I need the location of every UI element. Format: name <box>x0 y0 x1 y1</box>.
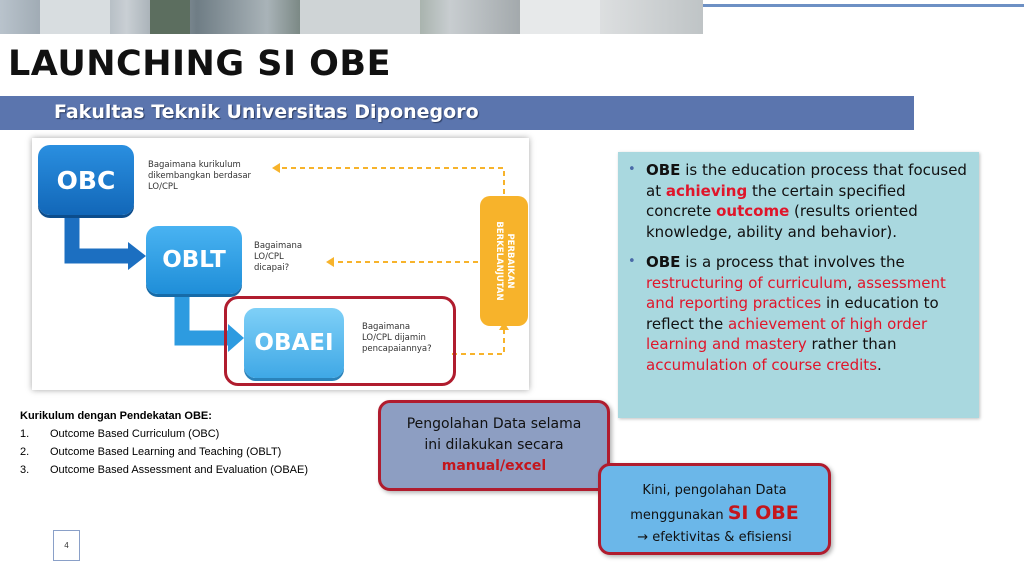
term-obe: OBE <box>646 161 681 179</box>
label-line: dikembangkan berdasar <box>148 171 252 181</box>
label-line: Bagaimana kurikulum <box>148 160 241 170</box>
page-number: 4 <box>53 530 80 561</box>
obaei-description: Bagaimana LO/CPL dijamin pencapaiannya? <box>362 322 432 355</box>
arrow-oblt-to-obaei <box>174 296 230 346</box>
highlight-text: achieving <box>665 181 748 200</box>
bullet-dot-icon: • <box>628 254 636 269</box>
header-accent-line <box>703 4 1024 7</box>
text-run: the certain specified concrete <box>646 181 906 221</box>
text-line: ini dilakukan secara <box>424 437 564 453</box>
highlight-text: restructuring of curriculum <box>646 273 848 292</box>
bullet-dot-icon: • <box>628 162 636 177</box>
text-run: menggunakan <box>630 508 728 523</box>
subtitle-bar: Fakultas Teknik Universitas Diponegoro <box>0 96 914 130</box>
highlight-text: achievement of high order learning and m… <box>646 314 928 354</box>
oblt-description: Bagaimana LO/CPL dicapai? <box>254 241 302 274</box>
obe-diagram: OBC OBLT OBAEI Bagaimana kurikulum dikem… <box>32 138 529 390</box>
obaei-highlight-frame <box>224 296 456 386</box>
label-line: LO/CPL <box>148 182 178 192</box>
manual-processing-box: Pengolahan Data selama ini dilakukan sec… <box>378 400 610 491</box>
text-run: . <box>877 355 882 374</box>
arrow-head <box>499 322 509 330</box>
continuous-improvement-label: PERBAIKAN BERKELANJUTAN <box>493 221 515 300</box>
arrow-obc-to-oblt <box>64 216 130 264</box>
list-number: 2. <box>20 446 30 458</box>
label-line: pencapaiannya? <box>362 344 432 354</box>
text-line: menggunakan SI OBE <box>601 502 828 527</box>
text-run: is a process that involves the <box>680 253 905 271</box>
feedback-arrow-obaei <box>452 328 505 355</box>
arrow-head <box>228 324 244 352</box>
curriculum-heading: Kurikulum dengan Pendekatan OBE: <box>20 410 212 422</box>
obe-definition-box: • OBE is the education process that focus… <box>618 152 979 418</box>
list-item: 2. Outcome Based Learning and Teaching (O… <box>20 443 308 461</box>
term-obe: OBE <box>646 253 681 271</box>
si-obe-text: SI OBE <box>727 502 799 524</box>
text-run: rather than <box>806 335 897 353</box>
highlight-text: assessment and reporting practices <box>646 273 946 313</box>
label-line: PERBAIKAN <box>505 233 515 289</box>
label-line: Bagaimana <box>254 241 303 251</box>
header-photo-banner <box>0 0 703 34</box>
si-obe-box: Kini, pengolahan Data menggunakan SI OBE… <box>598 463 831 555</box>
list-text: Outcome Based Curriculum (OBC) <box>50 428 220 440</box>
obc-box: OBC <box>38 145 134 215</box>
list-number: 3. <box>20 464 30 476</box>
arrow-head <box>326 257 334 267</box>
obaei-box: OBAEI <box>244 308 344 378</box>
banner-building <box>300 0 420 34</box>
slide-title: LAUNCHING SI OBE <box>8 44 391 84</box>
slide-subtitle: Fakultas Teknik Universitas Diponegoro <box>54 101 479 123</box>
banner-tree <box>150 0 190 34</box>
list-item: 3. Outcome Based Assessment and Evaluatio… <box>20 461 308 479</box>
list-text: Outcome Based Assessment and Evaluation … <box>50 464 309 476</box>
label-line: LO/CPL <box>254 252 284 262</box>
obc-description: Bagaimana kurikulum dikembangkan berdasa… <box>148 160 251 193</box>
label-line: LO/CPL dijamin <box>362 333 426 343</box>
manual-excel-text: manual/excel <box>441 458 547 474</box>
highlight-text: outcome <box>716 202 790 220</box>
text-run: (results oriented knowledge, ability and… <box>646 202 918 241</box>
list-number: 1. <box>20 428 30 440</box>
diagram-arrows <box>64 163 509 355</box>
text-line: → efektivitas & efisiensi <box>637 530 792 545</box>
text-line: Pengolahan Data selama <box>406 416 582 432</box>
label-line: BERKELANJUTAN <box>494 221 504 301</box>
highlight-text: accumulation of course credits <box>646 355 878 374</box>
banner-statue <box>520 0 600 34</box>
text-run: , <box>847 273 858 292</box>
text-line: Kini, pengolahan Data <box>642 483 787 498</box>
continuous-improvement-bar: PERBAIKAN BERKELANJUTAN <box>480 196 528 326</box>
text-run: in education to reflect the <box>646 294 939 333</box>
label-line: Bagaimana <box>362 322 411 332</box>
definition-bullet-1: • OBE is the education process that focus… <box>628 160 971 242</box>
label-line: dicapai? <box>254 263 290 273</box>
arrow-head <box>272 163 280 173</box>
feedback-arrow-obc <box>278 167 505 194</box>
oblt-box: OBLT <box>146 226 242 294</box>
definition-bullet-2: • OBE is a process that involves the rest… <box>628 252 971 375</box>
arrow-head <box>128 242 146 270</box>
curriculum-list: Kurikulum dengan Pendekatan OBE: 1. Outco… <box>20 407 308 479</box>
list-text: Outcome Based Learning and Teaching (OBL… <box>50 446 282 458</box>
list-item: 1. Outcome Based Curriculum (OBC) <box>20 425 308 443</box>
banner-building <box>40 0 110 34</box>
text-run: is the education process that focused at <box>646 161 967 200</box>
